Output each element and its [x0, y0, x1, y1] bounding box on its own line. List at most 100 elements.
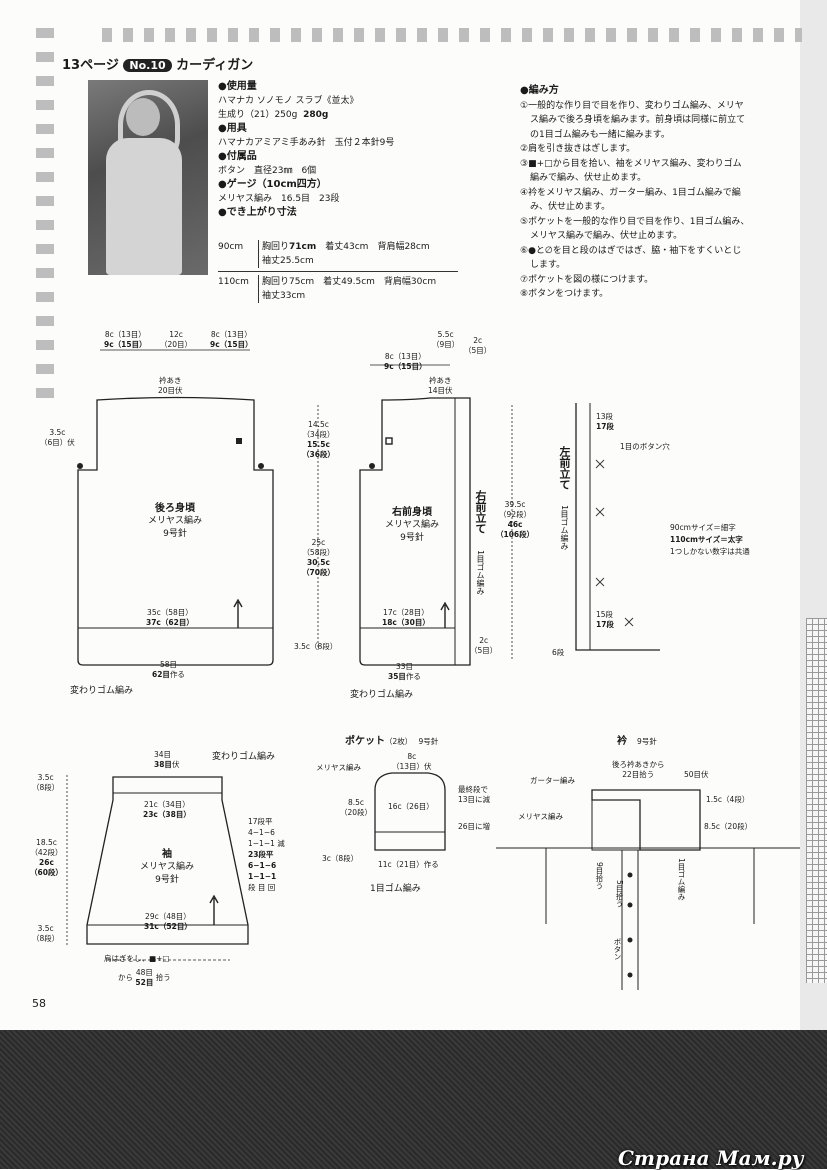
page-number: 58	[32, 997, 46, 1010]
text: 2c	[479, 636, 489, 645]
text: 衿あき	[429, 376, 452, 385]
text: 作る	[405, 672, 421, 681]
text: 35c（58目）	[147, 608, 193, 617]
pocket-height: 8.5c（20段）	[340, 798, 372, 818]
text: 18c（30目）	[382, 618, 430, 627]
text: 20目伏	[158, 386, 183, 395]
item-badge: No.10	[123, 59, 172, 72]
back-rib-height: 3.5c（8段）	[294, 642, 338, 651]
size-90-values: 胸回り71cm 着丈43cm 背肩幅28cm 袖丈25.5cm	[258, 240, 462, 268]
left-band-rib: 1目ゴム編み	[560, 505, 569, 551]
text: 拾う	[155, 973, 171, 982]
text: 9号針	[155, 875, 179, 885]
collar-h1: 1.5c（4段）	[706, 795, 750, 804]
front-width: 17c（28目）18c（30目）	[382, 608, 430, 628]
text: 52目	[135, 978, 154, 987]
text: の1目ゴム編みも一緒に編みます。	[530, 129, 670, 140]
text: 17段	[596, 620, 614, 629]
divider	[218, 271, 458, 272]
sleeve-bottom-width: 29c（48目）31c（52目）	[144, 912, 192, 932]
text: 18.5c	[36, 838, 57, 847]
adjacent-page-grid	[806, 618, 827, 983]
back-armhole-depth: 14.5c（34段）15.5c（36段）	[302, 420, 335, 460]
watermark: Страна Мам.ру	[618, 1146, 804, 1170]
heading-method: ●編み方	[520, 85, 559, 96]
back-length: 25c（58段）30.5c（70段）	[302, 538, 335, 578]
back-top-mid: 12c（20目）	[160, 330, 192, 350]
front-label: 右前身頃 メリヤス編み 9号針	[372, 506, 452, 545]
text: 110cmサイズ＝太字	[670, 535, 743, 544]
sleeve-decrease: 17段平 4−1−6 1−1−1 減 23段平 6−1−6 1−1−1 段 目 …	[248, 816, 285, 893]
text: 8.5c	[347, 798, 365, 807]
text: 13段	[596, 412, 614, 421]
text: 1−1−1	[248, 872, 277, 881]
text: ボタン 直径23㎜ 6個	[218, 166, 317, 176]
text: ④衿をメリヤス編み、ガーター編み、1目ゴム編みで編	[520, 187, 741, 198]
pocket-stitch: メリヤス編み	[316, 763, 361, 772]
text: 15段	[596, 610, 614, 619]
materials: ●使用量 ハマナカ ソノモノ スラブ《並太》 生成り（21）250g 280g …	[218, 80, 518, 220]
text: 90cmサイズ＝細字	[670, 523, 736, 532]
size-90: 90cm	[218, 242, 244, 252]
text: ①一般的な作り目で目を作り、変わりゴム編み、メリヤ	[520, 100, 744, 111]
text: （2枚）	[385, 737, 409, 746]
text: 胸回り	[262, 242, 290, 252]
page-title: 13ページ No.10 カーディガン	[62, 54, 253, 73]
text: 袖丈25.5cm	[262, 256, 314, 266]
text: （5目）	[464, 346, 492, 355]
text: から	[118, 973, 133, 982]
sleeve-upper-width: 21c（34目）23c（38目）	[143, 800, 191, 820]
text: 衿	[617, 736, 627, 747]
text: 2c	[473, 336, 483, 345]
size-legend: 90cmサイズ＝細字 110cmサイズ＝太字 1つしかない数字は共通	[670, 522, 750, 558]
back-top-left: 8c（13目）9c（15目）	[104, 330, 147, 350]
text: ス編みで後ろ身頃を編みます。前身頃は同様に前立て	[530, 115, 746, 125]
sleeve-rib-h: 3.5c（8段）	[32, 924, 59, 944]
item-title: カーディガン	[176, 58, 254, 73]
text: （106段）	[496, 530, 535, 539]
text: 1つしかない数字は共通	[670, 547, 750, 556]
collar-bindoff: 50目伏	[684, 770, 709, 779]
text: メリヤス編み	[147, 516, 202, 526]
text: 14目伏	[428, 386, 453, 395]
collar-stitch: メリヤス編み	[518, 812, 563, 821]
text: ②肩を引き抜きはぎします。	[520, 144, 636, 154]
size-110-values: 胸回り75cm 着丈49.5cm 背肩幅30cm 袖丈33cm	[258, 275, 462, 303]
text: 9号針	[418, 737, 439, 746]
text: （34段）	[302, 430, 335, 439]
text: ハマナカ ソノモノ スラブ《並太》	[218, 96, 359, 106]
text: （92段）	[499, 510, 532, 519]
back-rib: 変わりゴム編み	[70, 686, 134, 696]
text: （42段）	[30, 848, 63, 857]
text: 4−1−6	[248, 828, 275, 837]
text: 8c（13目）	[384, 352, 426, 361]
sleeve-length: 18.5c（42段）26c（60段）	[30, 838, 63, 878]
text: ⑤ポケットを一般的な作り目で目を作り、1目ゴム編み、	[520, 216, 750, 227]
text: 編みで編み、伏せ止めます。	[530, 173, 647, 183]
text: 9号針	[400, 533, 424, 543]
text: 最終段で	[458, 785, 488, 794]
collar-pick-5: 5目拾う	[615, 880, 624, 908]
text: （13目）伏	[392, 762, 432, 771]
text: 30.5c	[306, 558, 330, 567]
text: 3.5c	[37, 924, 54, 933]
text: 8c（13目）	[210, 330, 252, 339]
placket-rib-rows: 6段	[552, 648, 565, 657]
text: 作る	[169, 670, 185, 679]
text: 右前身頃	[392, 507, 432, 518]
margin-marks	[36, 28, 54, 398]
text: 23段平	[248, 850, 274, 859]
back-width: 35c（58目）37c（62目）	[146, 608, 194, 628]
text: 17段平	[248, 817, 273, 826]
back-label: 後ろ身頃 メリヤス編み 9号針	[125, 502, 225, 541]
text: （70段）	[302, 568, 335, 577]
button-label: ボタン	[613, 938, 622, 961]
text: メリヤス編み	[384, 520, 439, 530]
text: （60段）	[30, 868, 63, 877]
